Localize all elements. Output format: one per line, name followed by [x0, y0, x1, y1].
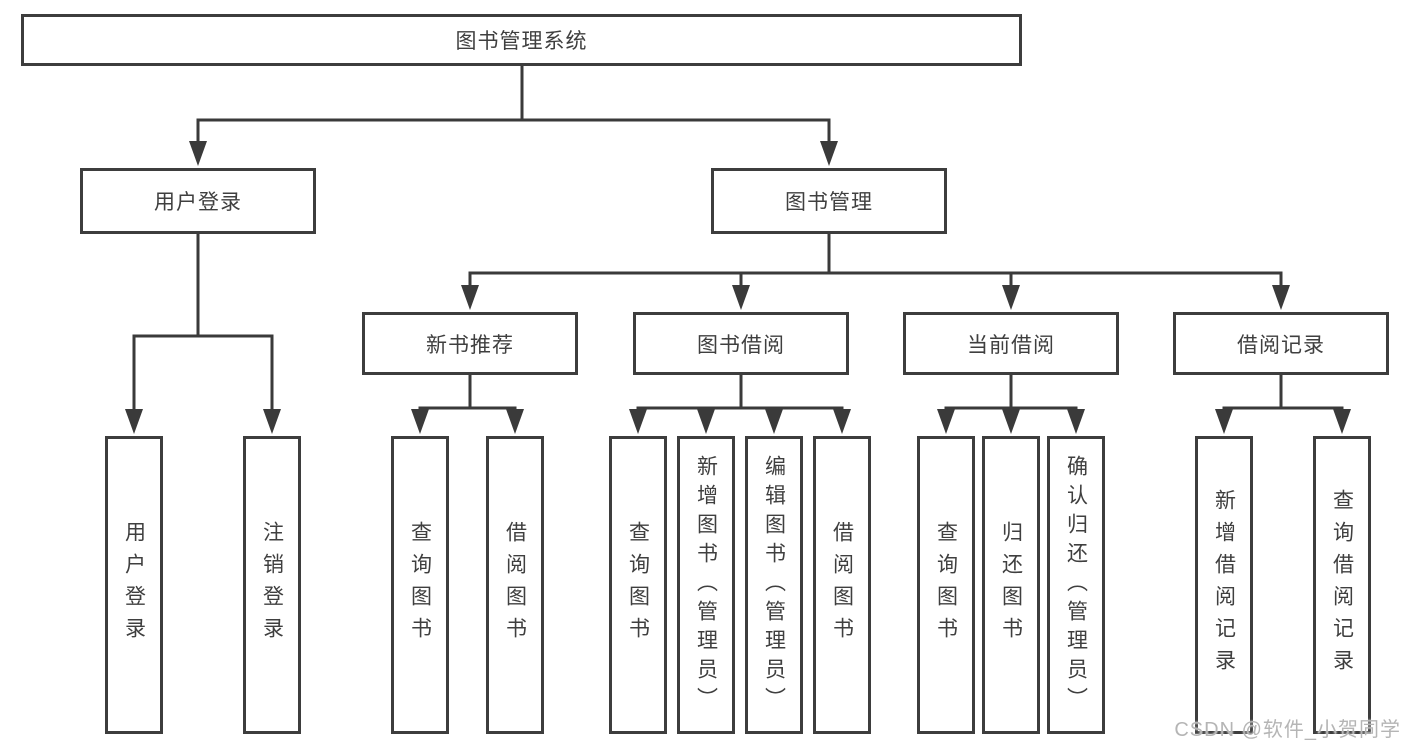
leaf-label: 用户登录 — [122, 521, 146, 649]
leaf-label: 查询图书 — [408, 521, 432, 649]
leaf-label: 查询图书 — [626, 521, 650, 649]
node-label: 当前借阅 — [967, 333, 1055, 357]
leaf-label: 查询图书 — [934, 521, 958, 649]
leaf-label: 借阅图书 — [503, 521, 527, 649]
leaf-query-books-current: 查询图书 — [917, 436, 975, 734]
node-label: 图书管理 — [785, 191, 873, 214]
leaf-add-borrow-record: 新增借阅记录 — [1195, 436, 1253, 734]
leaf-label: 新增图书（管理员） — [694, 454, 718, 716]
leaf-label: 确认归还（管理员） — [1064, 454, 1088, 716]
leaf-label: 借阅图书 — [830, 521, 854, 649]
node-new-book-recommend: 新书推荐 — [362, 312, 578, 375]
leaf-borrow-books: 借阅图书 — [813, 436, 871, 734]
node-label: 图书借阅 — [697, 333, 785, 357]
leaf-label: 查询借阅记录 — [1330, 489, 1354, 681]
leaf-label: 新增借阅记录 — [1212, 489, 1236, 681]
leaf-query-books-borrow: 查询图书 — [609, 436, 667, 734]
leaf-return-books: 归还图书 — [982, 436, 1040, 734]
node-current-borrowing: 当前借阅 — [903, 312, 1119, 375]
node-borrowing-records: 借阅记录 — [1173, 312, 1389, 375]
node-system-root: 图书管理系统 — [21, 14, 1022, 66]
leaf-query-books-recommend: 查询图书 — [391, 436, 449, 734]
node-user-login: 用户登录 — [80, 168, 316, 234]
leaf-confirm-return-admin: 确认归还（管理员） — [1047, 436, 1105, 734]
leaf-logout: 注销登录 — [243, 436, 301, 734]
node-label: 新书推荐 — [426, 333, 514, 357]
leaf-add-book-admin: 新增图书（管理员） — [677, 436, 735, 734]
leaf-user-login: 用户登录 — [105, 436, 163, 734]
leaf-label: 注销登录 — [260, 521, 284, 649]
leaf-label: 编辑图书（管理员） — [762, 454, 786, 716]
leaf-label: 归还图书 — [999, 521, 1023, 649]
watermark: CSDN @软件_小贺同学 — [1174, 719, 1401, 741]
node-label: 用户登录 — [154, 191, 242, 214]
leaf-query-borrow-record: 查询借阅记录 — [1313, 436, 1371, 734]
leaf-borrow-books-recommend: 借阅图书 — [486, 436, 544, 734]
node-book-borrowing: 图书借阅 — [633, 312, 849, 375]
node-label: 借阅记录 — [1237, 333, 1325, 357]
leaf-edit-book-admin: 编辑图书（管理员） — [745, 436, 803, 734]
node-book-management: 图书管理 — [711, 168, 947, 234]
node-label: 图书管理系统 — [455, 30, 588, 53]
